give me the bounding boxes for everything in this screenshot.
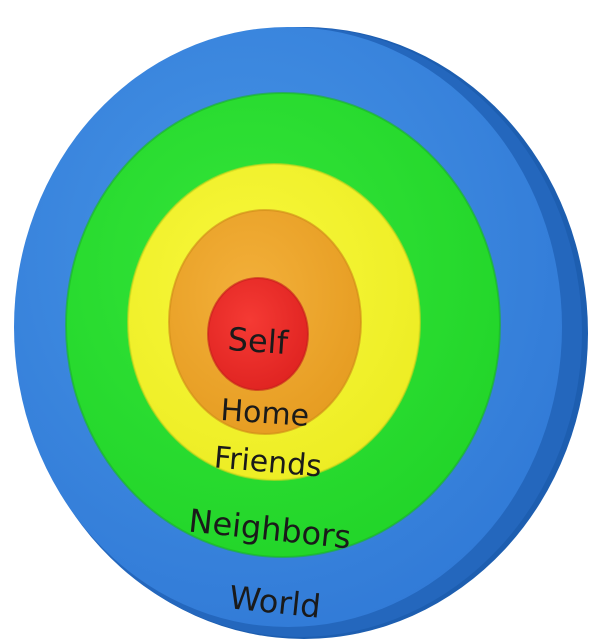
label-home: Home [219, 393, 310, 434]
label-self: Self [227, 320, 290, 362]
